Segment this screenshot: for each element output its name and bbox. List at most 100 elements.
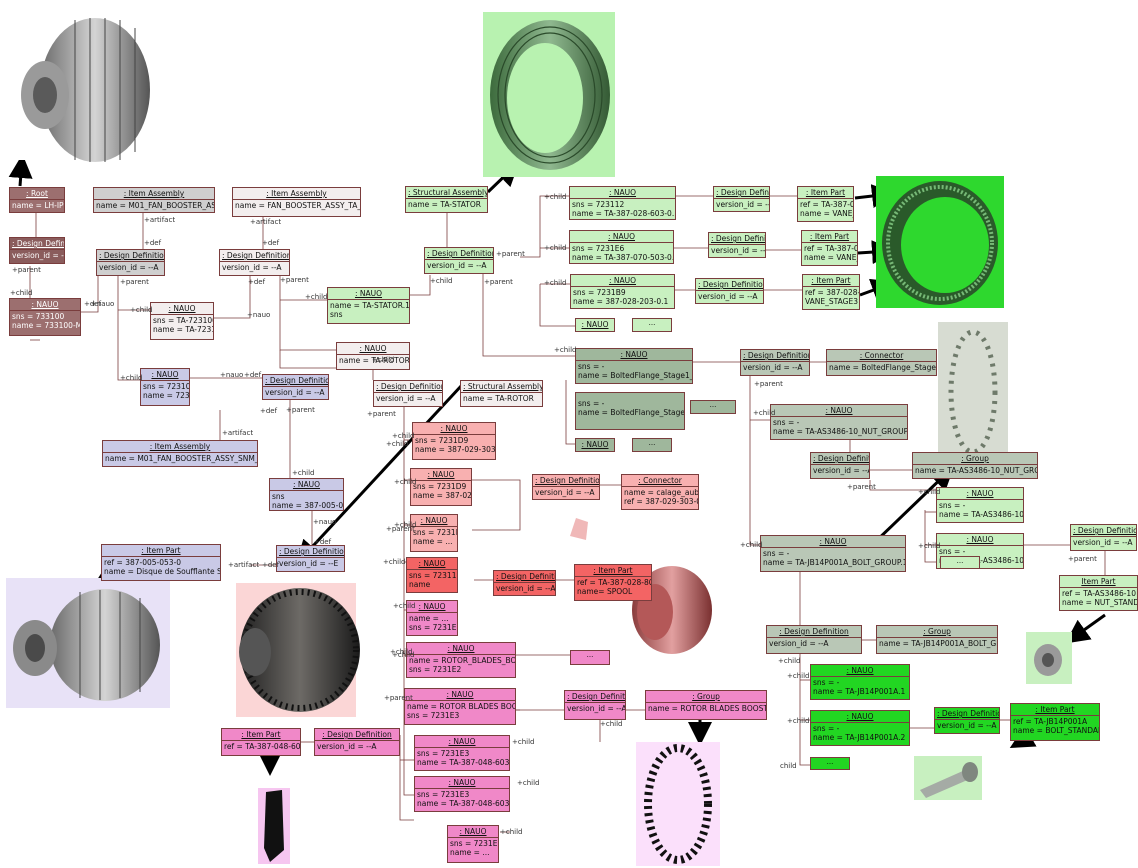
ellipsis-box[interactable]: ... (632, 318, 672, 332)
design-definition-box[interactable]: : Design Definition version_id = --A (810, 452, 870, 479)
design-definition-box[interactable]: : Design Definition version_id = --A (934, 707, 1000, 734)
nauo-box[interactable]: : NAUO name = TA-ROTOR.1 (336, 342, 410, 370)
box-header: : Design Definition (277, 547, 345, 558)
design-definition-box[interactable]: : Design Definition version_id = --A (766, 625, 862, 654)
nauo-box[interactable]: sns = -name = BoltedFlange_Stage2_3 (575, 392, 685, 430)
box-header: : Item Assembly (94, 188, 214, 200)
design-definition-box[interactable]: : Design Definition version_id = --A (219, 249, 290, 276)
box-line: name = TA-STATOR.1 (330, 301, 410, 310)
ellipsis-box[interactable]: ... (632, 438, 672, 452)
design-definition-box[interactable]: : Design Definition version_id = --A (564, 690, 626, 720)
design-definition-box[interactable]: : Design Definition version_id = --A (740, 349, 810, 376)
role-label: +parent (484, 278, 513, 286)
role-label: +parent (120, 278, 149, 286)
design-definition-box[interactable]: : Design Definition version_id = --A (493, 570, 556, 596)
group-box[interactable]: : Group name = ROTOR BLADES BOOSTER (645, 690, 767, 720)
group-box[interactable]: : Group name = TA-JB14P001A_BOLT_GROUP (876, 625, 998, 654)
box-line: name = TA-387-048-603.2 (417, 799, 510, 808)
nauo-box[interactable]: : NAUO sns = -name = TA-AS3486-10.1 (936, 487, 1024, 523)
nauo-box[interactable]: : NAUO (575, 318, 615, 332)
design-definition-box[interactable]: : Design Definition version_id = --A (532, 474, 600, 500)
item-assembly-box[interactable]: : Item Assembly name = FAN_BOOSTER_ASSY_… (232, 187, 361, 217)
group-box[interactable]: : Group name = TA-AS3486-10_NUT_GROUP (912, 452, 1038, 479)
box-header: : Item Part (222, 729, 300, 741)
box-line: ref = TA-JB14P001A (1013, 717, 1088, 726)
nauo-box[interactable]: : NAUO sns = -name = TA-JB14P001A_BOLT_G… (760, 535, 906, 572)
design-definition-box[interactable]: : Design Definition version_id = --A (96, 249, 165, 276)
design-definition-box[interactable]: : Design Definition version_id = --A (708, 232, 766, 258)
role-label: +artifact (250, 218, 282, 226)
item-part-box[interactable]: : Item Part ref = TA-387-048-603 (221, 728, 301, 756)
box-header: : NAUO (328, 288, 409, 300)
box-header: : Item Part (803, 275, 859, 287)
nauo-box[interactable]: : NAUO (575, 438, 615, 452)
design-definition-box[interactable]: : Design Definition version_id = --A (262, 374, 329, 400)
design-definition-box[interactable]: : Design Definition version_id = --A (314, 728, 400, 756)
box-line: name= SPOOL (577, 587, 633, 596)
ellipsis-box[interactable]: ... (570, 650, 610, 665)
item-assembly-box[interactable]: : Item Assembly name = M01_FAN_BOOSTER_A… (102, 440, 258, 467)
nauo-box[interactable]: : NAUO sns = -name = BoltedFlange_Stage1… (575, 348, 693, 384)
image-stator-green (483, 12, 615, 177)
item-assembly-box[interactable]: : Item Assembly name = M01_FAN_BOOSTER_A… (93, 187, 215, 213)
nauo-box[interactable]: : NAUO name = ROTOR_BLADES_BOOSTER_2.1sn… (406, 642, 516, 678)
box-header: : Design Definition (425, 249, 494, 260)
role-label: +artifact (144, 216, 176, 224)
connector-box[interactable]: : Connector name = BoltedFlange_Stage1_2 (826, 349, 937, 376)
structural-assembly-box[interactable]: : Structural Assembly name = TA-ROTOR (460, 380, 543, 407)
nauo-box[interactable]: : NAUO name = ROTOR BLADES BOOSTER_1.1sn… (404, 688, 516, 725)
role-label: +child (787, 717, 810, 725)
design-definition-box[interactable]: : Design Definition version_id = --A (713, 186, 770, 212)
role-label: +nauo (247, 311, 271, 319)
nauo-box[interactable]: : NAUO sns = -name = TA-AS3486-10_NUT_GR… (770, 404, 908, 440)
design-definition-box[interactable]: : Design Definition version_id = --A (1070, 524, 1137, 551)
box-line: sns = - (813, 724, 840, 733)
box-line: name = ... (450, 848, 490, 857)
nauo-box[interactable]: : NAUO sns = -name = TA-JB14P001A.1 (810, 664, 910, 700)
ellipsis-box[interactable]: ... (940, 556, 980, 569)
design-definition-box[interactable]: : Design Definition version_id = --A (9, 237, 65, 264)
box-line: version_id = --A (769, 639, 829, 648)
box-line: ref = TA-AS3486-10 (1062, 589, 1136, 598)
root-box[interactable]: : Root name = LH-IPPS (9, 187, 65, 213)
design-definition-box[interactable]: : Design Definition version_id = --E (276, 545, 345, 572)
design-definition-box[interactable]: : Design Definition version_id = --A (695, 278, 764, 304)
design-definition-box[interactable]: : Design Definition version_id = --A (373, 380, 443, 407)
structural-assembly-box[interactable]: : Structural Assembly name = TA-STATOR (405, 186, 488, 213)
role-label: +child (383, 558, 406, 566)
box-line: sns = - (773, 418, 800, 427)
box-line: name = M01_FAN_BOOSTER_ASSY (96, 201, 215, 210)
ellipsis-box[interactable]: ... (690, 400, 736, 414)
design-definition-box[interactable]: : Design Definition version_id = --A (424, 247, 494, 274)
box-line: version_id = --A (222, 263, 282, 272)
box-line: ref = TA-387-028-803 (577, 578, 652, 587)
box-header: : Root (10, 188, 64, 200)
box-line: sns = TA-723100 (153, 316, 214, 325)
item-part-box[interactable]: : Item Part ref = 387-028-203-0VANE_STAG… (802, 274, 860, 310)
nauo-box[interactable]: : NAUO name = ...sns = 7231E1 (406, 600, 458, 636)
ellipsis-box[interactable]: ... (810, 757, 850, 770)
nauo-box[interactable]: : NAUO sns = -name = TA-JB14P001A.2 (810, 710, 910, 746)
connector-box[interactable]: : Connector name = calage_aubesref = 387… (621, 474, 699, 510)
